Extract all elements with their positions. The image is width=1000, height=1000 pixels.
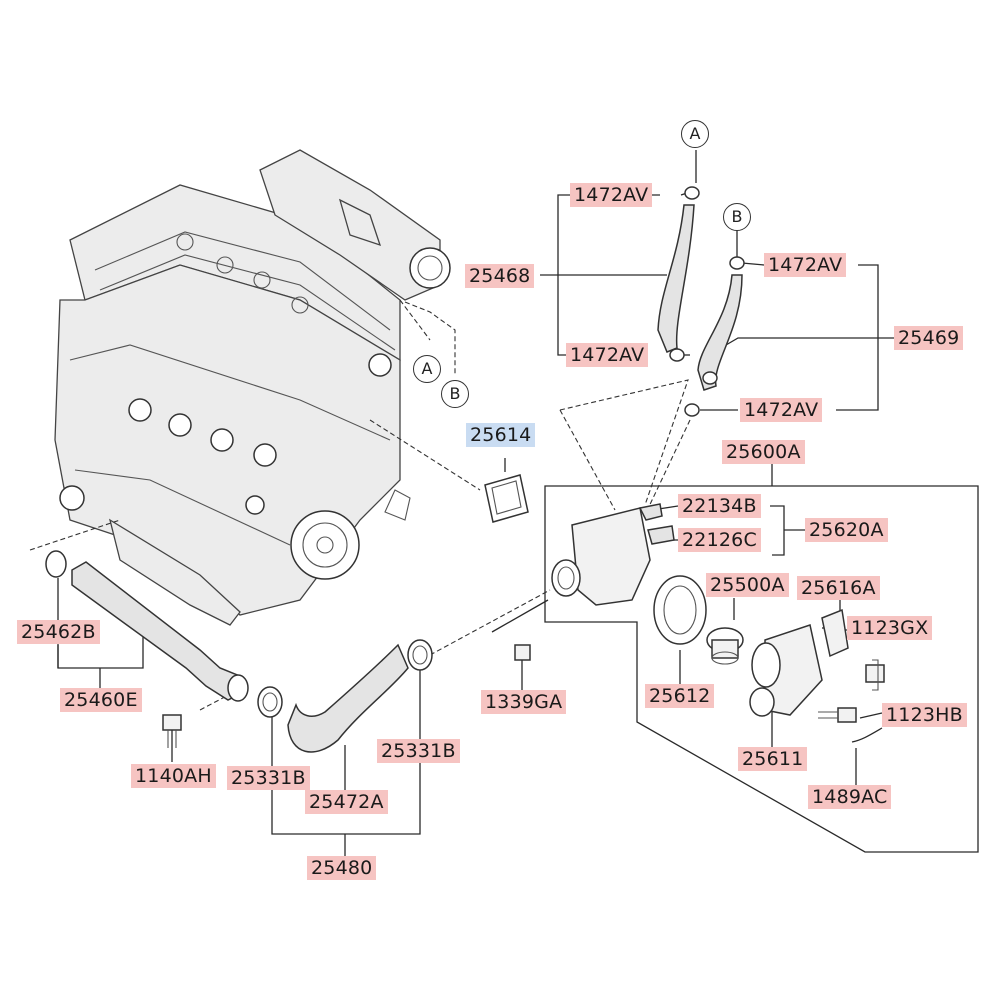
bolt-1140AH	[162, 714, 182, 748]
label-1472av-bottom: 1472AV	[740, 398, 823, 422]
label-25500a: 25500A	[706, 573, 789, 597]
label-1123gx: 1123GX	[847, 616, 933, 640]
callout-b-engine: B	[441, 380, 469, 408]
label-22134b: 22134B	[678, 494, 761, 518]
label-25472a: 25472A	[305, 790, 388, 814]
label-25469: 25469	[894, 326, 964, 350]
nut-1339GA	[514, 644, 531, 661]
clamp-lower	[669, 348, 685, 362]
clamp-mid	[702, 371, 718, 385]
bolt-1123HB	[818, 707, 857, 723]
label-25331b-left: 25331B	[227, 766, 310, 790]
label-1489ac: 1489AC	[808, 785, 892, 809]
gasket-25614	[484, 474, 529, 523]
bolt-1123GX	[865, 659, 885, 691]
clamp-top	[684, 186, 700, 200]
label-25612: 25612	[645, 684, 715, 708]
wire-1489AC	[851, 727, 883, 743]
label-25462b: 25462B	[17, 620, 100, 644]
label-25611: 25611	[738, 747, 808, 771]
label-25480: 25480	[307, 856, 377, 880]
label-1140ah: 1140AH	[131, 764, 216, 788]
label-1339ga: 1339GA	[481, 690, 567, 714]
label-1472av-top: 1472AV	[570, 183, 653, 207]
clamp-b	[729, 256, 745, 270]
clamp-bottom	[684, 403, 700, 417]
label-1123hb: 1123HB	[882, 703, 967, 727]
clamp-25331B-left	[257, 686, 283, 718]
label-1472av-mid: 1472AV	[566, 343, 649, 367]
pipe-25460E	[45, 550, 249, 702]
sensor-25616A	[821, 608, 849, 658]
label-25600a: 25600A	[722, 440, 805, 464]
hose-25468	[657, 204, 695, 353]
label-1472av-right: 1472AV	[764, 253, 847, 277]
gasket-25612	[653, 575, 707, 645]
engine-assembly	[54, 149, 451, 626]
label-25460e: 25460E	[60, 688, 142, 712]
hose-25472A	[287, 643, 409, 753]
hose-25469	[697, 274, 743, 391]
label-25616a: 25616A	[797, 576, 880, 600]
label-25468: 25468	[465, 264, 535, 288]
water-outlet-housing	[551, 503, 675, 606]
label-25331b-right: 25331B	[377, 739, 460, 763]
label-25620a: 25620A	[805, 518, 888, 542]
callout-b-top: B	[723, 203, 751, 231]
clamp-25331B-right	[407, 639, 433, 671]
label-25614: 25614	[466, 423, 536, 447]
thermostat-housing-25611	[749, 624, 823, 717]
thermostat-25500A	[706, 627, 744, 665]
callout-a-top: A	[681, 120, 709, 148]
callout-a-engine: A	[413, 355, 441, 383]
label-22126c: 22126C	[678, 528, 761, 552]
